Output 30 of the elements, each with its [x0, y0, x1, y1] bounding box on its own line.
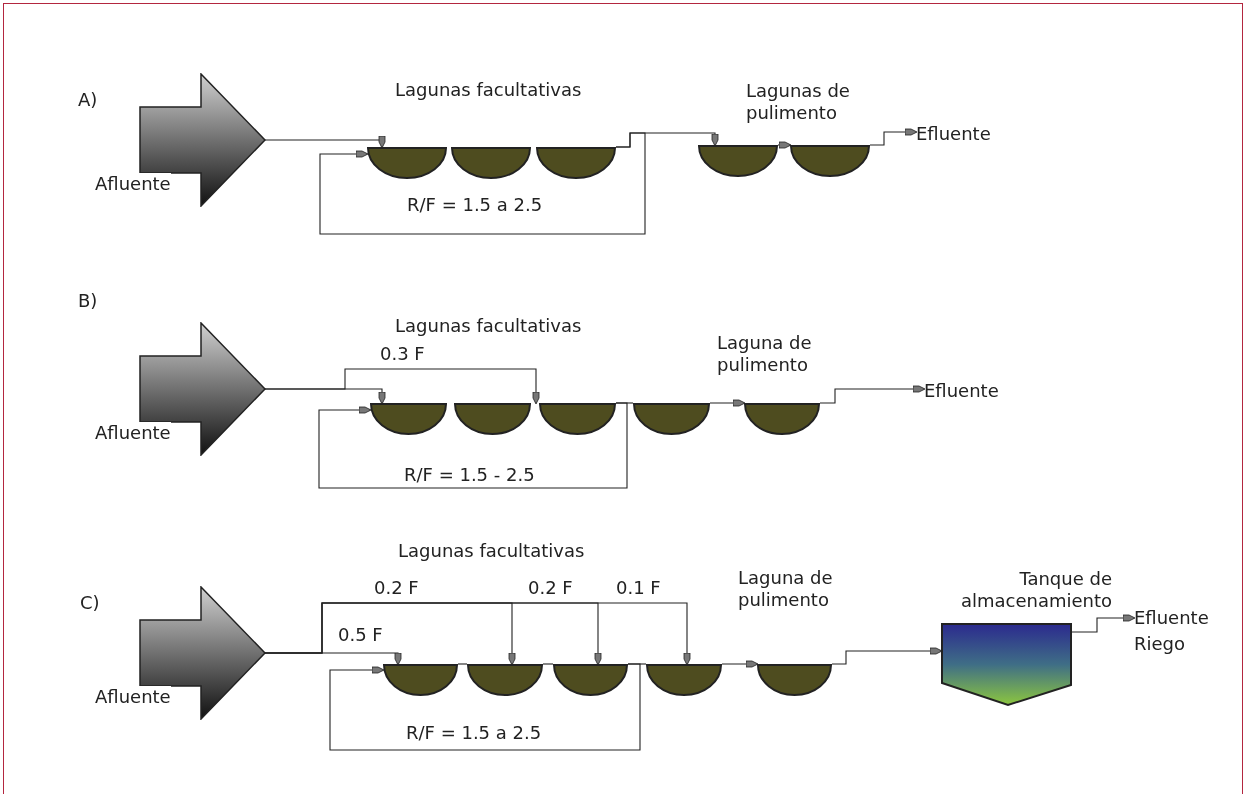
section-label: A)	[78, 89, 98, 111]
node-label: Tanque de almacenamiento	[959, 568, 1112, 612]
lagoon-shape	[451, 147, 531, 179]
section-label: Lagunas de pulimento	[746, 80, 851, 124]
node-label: Efluente	[916, 121, 1016, 147]
lagoon-shape	[536, 147, 616, 179]
lagoon-shape	[698, 145, 778, 177]
section-label: C)	[80, 592, 100, 614]
lagoon-shape	[790, 145, 870, 177]
lagoon-shape	[467, 664, 543, 696]
section-label: Laguna de pulimento	[717, 332, 813, 376]
lagoon-shape	[370, 403, 447, 435]
section-label: Lagunas facultativas	[398, 540, 585, 562]
node-label: Efluente	[924, 378, 1024, 404]
section-label: B)	[78, 290, 98, 312]
lagoon-shape	[633, 403, 710, 435]
node-label: Efluente Riego	[1134, 605, 1226, 657]
lagoon-shape	[383, 664, 458, 696]
section-label: Lagunas facultativas	[395, 315, 582, 337]
lagoon-shape	[757, 664, 832, 696]
lagoon-shape	[539, 403, 616, 435]
connector-line	[542, 663, 554, 665]
section-label: Lagunas facultativas	[395, 79, 582, 101]
lagoon-shape	[646, 664, 722, 696]
lagoon-shape	[553, 664, 628, 696]
section-label: Laguna de pulimento	[738, 567, 834, 611]
connector-line	[457, 663, 468, 665]
lagoon-shape	[367, 147, 447, 179]
lagoon-shape	[744, 403, 820, 435]
lagoon-shape	[454, 403, 531, 435]
